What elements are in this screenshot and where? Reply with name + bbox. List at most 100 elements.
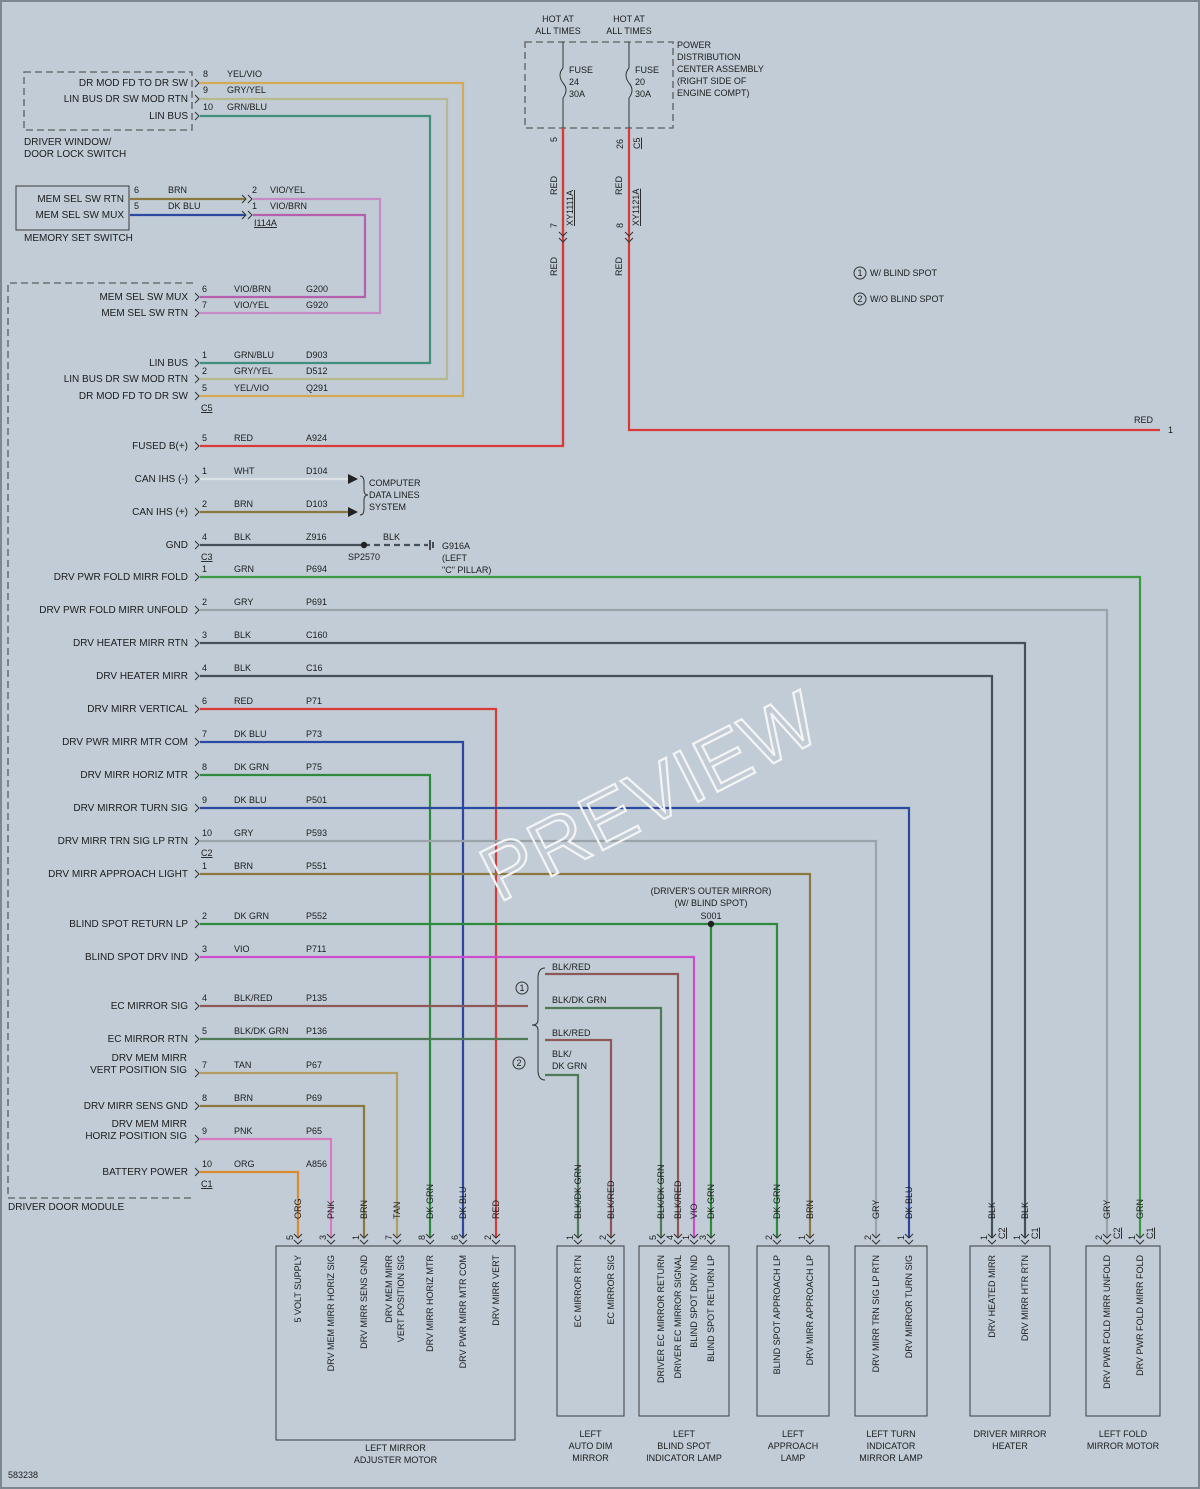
- module-pin-number: 7: [202, 300, 207, 310]
- component-pin-mark: [326, 1233, 336, 1245]
- component-connector-id: C1: [1145, 1227, 1155, 1239]
- module-wire-color: GRY/YEL: [234, 366, 273, 376]
- module-connector-id: C5: [201, 403, 213, 413]
- right-wire-pin: 1: [1168, 425, 1173, 435]
- module-pin-label: DRV PWR MIRR MTR COM: [62, 737, 188, 748]
- connector-pin-mark: [194, 572, 200, 582]
- component-title: LEFT: [782, 1429, 805, 1439]
- connector-pin-mark: [194, 1167, 200, 1177]
- module-wire-color: BLK/DK GRN: [234, 1026, 289, 1036]
- component-title: INDICATOR: [867, 1441, 916, 1451]
- component-pin-mark: [772, 1233, 782, 1245]
- module-pin-number: 6: [202, 696, 207, 706]
- can-system-label: COMPUTER: [369, 478, 421, 488]
- mss-inline-pin: 2: [252, 185, 257, 195]
- fuse-icon: [559, 67, 567, 99]
- connector-pin-mark: [194, 1068, 200, 1078]
- dwdl-pin-label: DR MOD FD TO DR SW: [79, 78, 189, 89]
- module-wire-color: BRN: [234, 1093, 253, 1103]
- pdc-wire-color: RED: [614, 175, 624, 195]
- wire-lin-bus: [200, 114, 432, 365]
- mss-wire-color: BRN: [168, 185, 187, 195]
- module-title: DRIVER DOOR MODULE: [8, 1202, 124, 1213]
- component-box: [556, 1245, 625, 1417]
- mss-inline-color: VIO/BRN: [270, 201, 307, 211]
- module-circuit-id: G920: [306, 300, 328, 310]
- module-pin-label: FUSED B(+): [132, 441, 188, 452]
- legend-circle: [853, 266, 867, 280]
- module-circuit-id: P501: [306, 795, 327, 805]
- fuse-number: 24: [569, 77, 579, 87]
- component-pin-mark: [425, 1233, 435, 1245]
- module-pin-number: 7: [202, 1060, 207, 1070]
- can-brace: [359, 475, 369, 516]
- component-pin-label: EC MIRROR SIG: [606, 1255, 616, 1325]
- component-pin-label: DRV PWR MIRR MTR COM: [458, 1255, 468, 1368]
- module-wire-color: ORG: [234, 1159, 255, 1169]
- pdc-wire-color: RED: [614, 256, 624, 276]
- module-wire-color: DK BLU: [234, 795, 267, 805]
- dwdl-pin-number: 10: [203, 102, 213, 112]
- component-pin-mark: [689, 1233, 699, 1245]
- module-connector-id: C3: [201, 552, 213, 562]
- wire-blind-spot-approach: [711, 922, 779, 1238]
- component-connector-id: C1: [1030, 1227, 1040, 1239]
- module-pin-number: 3: [202, 630, 207, 640]
- dwdl-pin-number: 8: [203, 69, 208, 79]
- module-pin-label: BATTERY POWER: [102, 1167, 188, 1178]
- module-circuit-id: P73: [306, 729, 322, 739]
- component-wire-color: DK BLU: [904, 1186, 914, 1219]
- component-pin-label: DRV MIRR VERT: [491, 1255, 501, 1326]
- component-title: AUTO DIM: [569, 1441, 613, 1451]
- ec-option-wire-label: BLK/: [552, 1049, 572, 1059]
- component-pin-label: BLIND SPOT RETURN LP: [706, 1255, 716, 1362]
- connector-pin-mark: [194, 836, 200, 846]
- component-pin-label: VERT POSITION SIG: [396, 1255, 406, 1342]
- module-pin-number: 1: [202, 350, 207, 360]
- component-pin-number: 1: [979, 1235, 989, 1240]
- component-wire-color: BLK/DK GRN: [573, 1164, 583, 1219]
- component-title: LAMP: [781, 1453, 806, 1463]
- ground-location: "C" PILLAR): [442, 565, 491, 575]
- legend-number: 2: [857, 294, 862, 304]
- component-pin-mark: [573, 1233, 583, 1245]
- wire-blind-spot-ind: [200, 955, 696, 1238]
- ground-icon: [429, 540, 434, 550]
- module-pin-label: DRV PWR FOLD MIRR FOLD: [54, 572, 188, 583]
- s001-title: (W/ BLIND SPOT): [674, 898, 747, 908]
- module-pin-label: CAN IHS (-): [135, 474, 188, 485]
- module-pin-number: 4: [202, 663, 207, 673]
- component-title: INDICATOR LAMP: [646, 1453, 722, 1463]
- component-wire-color: GRY: [1102, 1200, 1112, 1219]
- module-pin-label: BLIND SPOT DRV IND: [85, 952, 188, 963]
- component-box: [854, 1245, 928, 1417]
- component-wire-color: TAN: [392, 1202, 402, 1219]
- legend-number: 1: [857, 268, 862, 278]
- component-title: LEFT: [579, 1429, 602, 1439]
- module-circuit-id: G200: [306, 284, 328, 294]
- inline-connector-mark: [558, 231, 568, 243]
- wire-ec-opt1-red: [545, 972, 680, 1238]
- module-pin-label: VERT POSITION SIG: [90, 1065, 187, 1076]
- connector-pin-mark: [194, 474, 200, 484]
- module-pin-number: 5: [202, 383, 207, 393]
- connector-pin-mark: [194, 391, 200, 401]
- can-system-label: SYSTEM: [369, 502, 406, 512]
- component-pin-number: 8: [417, 1235, 427, 1240]
- pdc-wire-color: RED: [549, 256, 559, 276]
- pdc-inline-pin: 8: [615, 223, 625, 228]
- pdc-wire-color: RED: [549, 175, 559, 195]
- can-arrow: [348, 507, 358, 517]
- wire-heater-rtn: [200, 641, 1027, 1238]
- connector-pin-mark: [194, 919, 200, 929]
- component-wire-color: ORG: [293, 1198, 303, 1219]
- inline-connector-mark: [624, 231, 634, 243]
- wire-lin-bus-rtn: [200, 97, 449, 381]
- component-pin-label: EC MIRROR RTN: [573, 1255, 583, 1327]
- component-pin-mark: [606, 1233, 616, 1245]
- hot-at-all-times: ALL TIMES: [606, 26, 652, 36]
- driver-window-switch-title-2: DOOR LOCK SWITCH: [24, 149, 126, 160]
- pdc-title: ENGINE COMPT): [677, 88, 750, 98]
- component-pin-label: DRV MIRR SENS GND: [359, 1255, 369, 1349]
